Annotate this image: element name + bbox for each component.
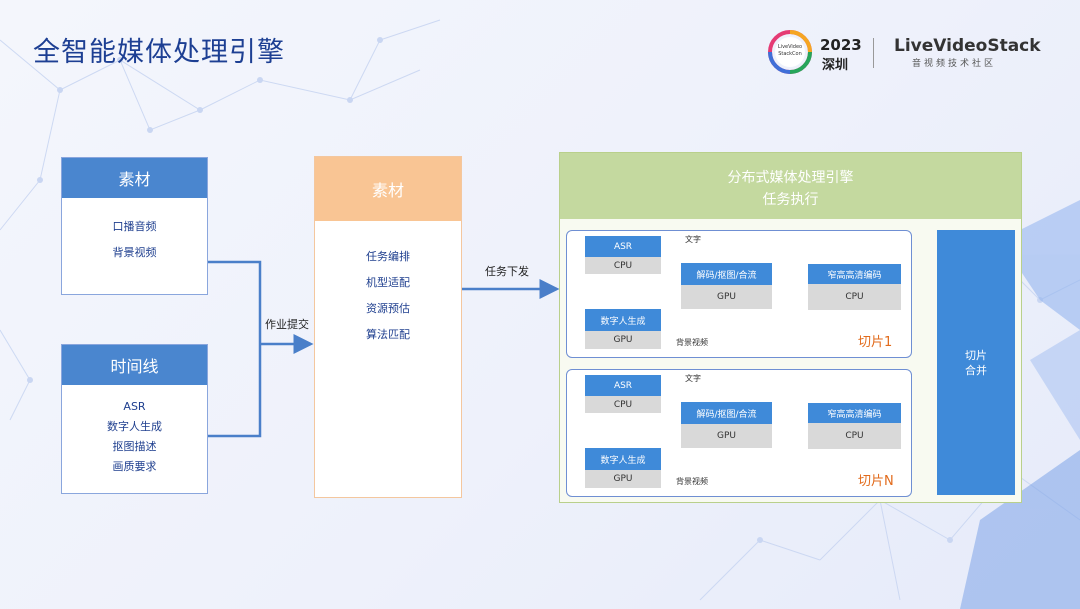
- livevideostackcon-badge-icon: [768, 30, 812, 74]
- text-label: 文字: [685, 374, 701, 383]
- digital-human-node: 数字人生成: [585, 309, 661, 331]
- digital-human-device: GPU: [585, 470, 661, 488]
- list-item: ASR: [123, 400, 146, 413]
- decode-device: GPU: [681, 424, 772, 448]
- digital-human-device: GPU: [585, 331, 661, 349]
- asr-device: CPU: [585, 396, 661, 413]
- encode-device: CPU: [808, 423, 901, 449]
- list-item: 抠图描述: [112, 440, 157, 453]
- orchestration-box: 素材 任务编排 机型适配 资源预估 算法匹配: [314, 156, 462, 498]
- asr-node: ASR: [585, 236, 661, 257]
- dispatch-label: 任务下发: [485, 265, 529, 278]
- page-title: 全智能媒体处理引擎: [33, 37, 285, 68]
- merge-label-line1: 切片: [965, 348, 987, 362]
- materials-box-header: 素材: [62, 158, 207, 198]
- engine-subtitle: 任务执行: [762, 192, 819, 208]
- decode-node: 解码/抠图/合流: [681, 402, 772, 424]
- brand-subtitle: 音视频技术社区: [912, 59, 997, 69]
- timeline-list: ASR 数字人生成 抠图描述 画质要求: [62, 397, 207, 477]
- list-item: 数字人生成: [107, 420, 162, 433]
- engine-header: 分布式媒体处理引擎 任务执行: [560, 153, 1021, 219]
- list-item: 口播音频: [112, 220, 157, 233]
- timeline-box: 时间线 ASR 数字人生成 抠图描述 画质要求: [61, 344, 208, 494]
- slice-label: 切片1: [858, 335, 893, 350]
- list-item: 任务编排: [366, 250, 410, 263]
- digital-human-node: 数字人生成: [585, 448, 661, 470]
- list-item: 资源预估: [366, 302, 410, 315]
- badge-text: LiveVideo StackCon: [777, 44, 803, 57]
- decode-device: GPU: [681, 285, 772, 309]
- encode-node: 窄高高清编码: [808, 264, 901, 284]
- asr-device: CPU: [585, 257, 661, 274]
- engine-title: 分布式媒体处理引擎: [727, 170, 854, 186]
- orchestration-box-header: 素材: [315, 157, 461, 221]
- logo-year: 2023: [820, 36, 862, 54]
- text-label: 文字: [685, 235, 701, 244]
- brand-name: LiveVideoStack: [894, 36, 1041, 56]
- encode-node: 窄高高清编码: [808, 403, 901, 423]
- conference-logo: LiveVideo StackCon: [768, 30, 812, 74]
- slice-label: 切片N: [858, 474, 894, 489]
- encode-device: CPU: [808, 284, 901, 310]
- slice-merge-bar: 切片 合并: [937, 230, 1015, 495]
- background-video-label: 背景视频: [676, 338, 708, 347]
- logo-city: 深圳: [822, 58, 849, 73]
- background-video-label: 背景视频: [676, 477, 708, 486]
- list-item: 算法匹配: [366, 328, 410, 341]
- materials-box: 素材 口播音频 背景视频: [61, 157, 208, 295]
- list-item: 机型适配: [366, 276, 410, 289]
- merge-label-line2: 合并: [965, 363, 987, 377]
- decode-node: 解码/抠图/合流: [681, 263, 772, 285]
- orchestration-list: 任务编排 机型适配 资源预估 算法匹配: [315, 244, 461, 348]
- list-item: 背景视频: [112, 246, 157, 259]
- asr-node: ASR: [585, 375, 661, 396]
- timeline-box-header: 时间线: [62, 345, 207, 385]
- submit-label: 作业提交: [265, 318, 309, 331]
- logo-divider: [873, 38, 874, 68]
- list-item: 画质要求: [112, 460, 157, 473]
- materials-list: 口播音频 背景视频: [62, 214, 207, 266]
